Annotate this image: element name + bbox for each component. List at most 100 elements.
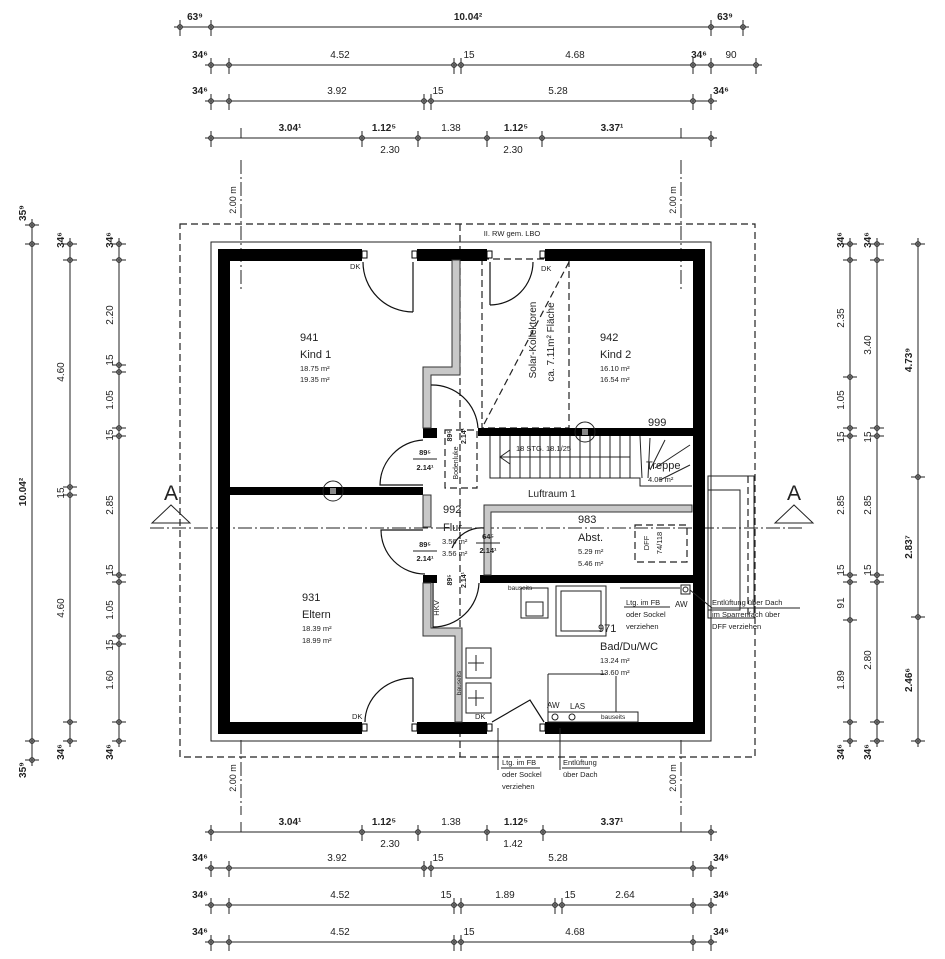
dimension-label: 15 [463,50,475,61]
dimension-node [847,374,853,380]
note-bauseits: bauseits [508,585,533,592]
dimension-node [67,719,73,725]
dimension-node [484,829,490,835]
dimension-node [847,719,853,725]
door-kind1[interactable] [362,261,414,313]
dimension-node [708,98,714,104]
dimension-node [847,738,853,744]
door-bath[interactable] [432,582,480,628]
dimension-label: 15 [105,354,116,366]
roof-window-label: DFF [642,535,651,550]
window-bath[interactable] [491,699,545,723]
distance-label: 2.00 m [668,764,678,792]
dimension-node [177,24,183,30]
dimension-label: 34⁶ [192,890,208,901]
dimension-node [116,425,122,431]
room-area: 13.60 m² [600,668,630,677]
dimension-node [915,738,921,744]
dimension-label: 2.30 [503,145,523,156]
dimension-label: 15 [463,927,475,938]
dimension-node [458,62,464,68]
dimension-label: 15 [440,890,452,901]
dimension-node [116,641,122,647]
dimension-label: 63⁹ [187,12,203,23]
dimension-label: 34⁶ [105,232,116,248]
room-number: 931 [302,592,320,604]
note-bauseits: bauseits [456,670,463,695]
dimension-node [874,241,880,247]
dimension-label: 3.04¹ [279,123,302,134]
dimension-label: 15 [564,890,576,901]
dimension-label: 5.28 [548,86,568,97]
dimension-label: 4.52 [330,927,350,938]
dimension-node [116,362,122,368]
room-name: Abst. [578,532,603,544]
dimension-node [874,719,880,725]
door-width: 64⁵ [482,532,494,541]
dimension-node [116,579,122,585]
door-height: 2.14¹ [461,427,468,444]
dimension-label: 3.92 [327,853,347,864]
dimension-node [451,902,457,908]
dimension-label: 90 [725,50,737,61]
attic-hatch[interactable] [444,429,478,489]
room-area: 4.06 m² [648,475,674,484]
door-kind1-flur[interactable] [379,439,424,486]
dimension-node [67,738,73,744]
ceiling-light-icon [574,421,596,443]
dimension-label: 34⁶ [192,853,208,864]
radiator-label: HKV [432,600,441,615]
drain-label: AW [675,600,688,609]
dimension-label: 2.20 [105,305,116,325]
door-width: 89⁵ [419,540,431,549]
solar-note: ca. 7.11m² Fläche [546,302,557,382]
dimension-node [208,24,214,30]
vent-note: über Dach [563,770,598,779]
door-eltern-flur[interactable] [380,529,426,575]
window-type-label: DK [352,712,362,721]
door-abst[interactable] [451,527,485,549]
outer-walls [218,249,705,734]
door-kind2[interactable] [489,261,534,306]
dimension-label: 15 [432,853,444,864]
room-number: 983 [578,514,596,526]
room-area: 16.54 m² [600,375,630,384]
roof-window-size: 74/118 [655,532,664,554]
dimension-node [116,257,122,263]
dimension-node [67,492,73,498]
building-outline [210,241,712,742]
dimension-label: 2.35 [836,308,847,328]
door-height: 2.14¹ [479,546,497,555]
dimension-node [539,135,545,141]
door-jambs [361,250,546,732]
dimension-label: 34⁶ [863,232,874,248]
pipe-note: verziehen [626,622,659,631]
dimension-node [708,62,714,68]
dimension-node [208,829,214,835]
dimension-node [874,257,880,263]
dimension-label: 10.04² [18,477,29,506]
dimension-node [690,902,696,908]
dimension-node [67,241,73,247]
dimension-node [359,829,365,835]
dimension-node [847,425,853,431]
dimension-label: 4.52 [330,50,350,61]
dimension-node [874,425,880,431]
dimension-label: 4.60 [56,598,67,618]
room-name: Kind 2 [600,349,631,361]
dimension-label: 34⁶ [56,232,67,248]
partition-wall-abst [483,504,693,576]
dimension-node [29,222,35,228]
door-eltern-exterior[interactable] [364,677,414,723]
dimension-node [740,24,746,30]
dimension-node [451,62,457,68]
dimension-label: 3.40 [863,335,874,355]
door-stairs[interactable] [430,384,479,429]
dimension-label: 3.37¹ [601,817,624,828]
room-area: 3.56 m² [442,537,468,546]
dimension-node [690,98,696,104]
room-area: 3.56 m² [442,549,468,558]
room-area: 18.99 m² [302,636,332,645]
pipe-note: Ltg. im FB [502,758,536,767]
dimension-label: 1.38 [441,123,461,134]
